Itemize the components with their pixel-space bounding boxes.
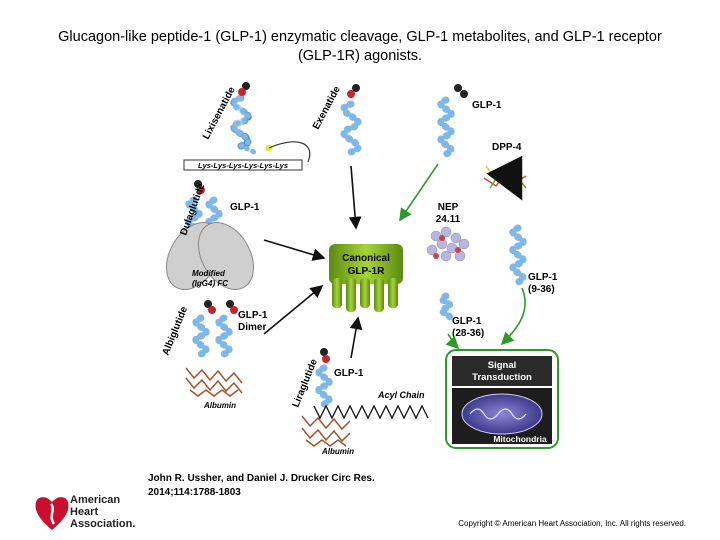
title-line-1: Glucagon-like peptide-1 (GLP-1) enzymati… [58,29,662,45]
copyright-notice: Copyright © American Heart Association, … [458,519,686,528]
albiglutide-peptide: GLP-1 Dimer Albiglutide Albumin [161,300,268,410]
green-arrows [399,163,526,350]
dimer-label-1: GLP-1 [238,310,268,321]
receptor-label-2: GLP-1R [348,266,385,277]
liraglutide-albumin-label: Albumin [321,447,354,456]
glp1-diagram: Lys-Lys-Lys-Lys-Lys-Lys Lixisenatide Exe… [161,82,559,456]
modified-fc-label-2: (IgG4) FC [192,279,228,288]
aha-logo [35,497,69,530]
aha-word-3: Association. [70,518,136,530]
lixisenatide-peptide: Lys-Lys-Lys-Lys-Lys-Lys Lixisenatide [183,82,311,171]
dimer-label-2: Dimer [238,322,266,333]
exenatide-label: Exenatide [311,84,343,131]
nep-label-1: NEP [438,202,459,213]
page-title: Glucagon-like peptide-1 (GLP-1) enzymati… [20,28,700,66]
lixisenatide-label: Lixisenatide [201,85,238,142]
signal-label-2: Transduction [472,372,532,383]
citation: John R. Ussher, and Daniel J. Drucker Ci… [148,472,375,500]
title-line-2: (GLP-1R) agonists. [297,48,423,64]
liraglutide-peptide: GLP-1 Acyl Chain Liraglutide Albumin [291,348,429,456]
lys-chain-label: Lys-Lys-Lys-Lys-Lys-Lys [198,161,288,170]
glp1-28-36-label-1: GLP-1 [452,316,482,327]
dpp4-enzyme: DPP-4 [483,142,527,201]
aha-wordmark: American Heart Association. [70,494,135,530]
dulaglutide-peptide: GLP-1 Dulaglutide Modified (IgG4) FC [166,180,260,290]
liraglutide-glp1-label: GLP-1 [334,368,364,379]
glp1-9-36: GLP-1 (9-36) [509,224,558,295]
citation-line-1: John R. Ussher, and Daniel J. Drucker Ci… [148,473,375,484]
glp1-9-36-label-1: GLP-1 [528,272,558,283]
exenatide-peptide: Exenatide [311,84,362,156]
black-arrows [263,165,363,359]
citation-line-2: 2014;114:1788-1803 [148,487,241,498]
receptor-label-1: Canonical [342,253,390,264]
glp1-28-36: GLP-1 (28-36) [438,292,484,339]
signal-transduction-panel: Signal Transduction Mitochondria [445,349,559,449]
modified-fc-label-1: Modified [192,269,226,278]
dulaglutide-glp1-label: GLP-1 [230,202,260,213]
nep-label-2: 24.11 [436,214,461,225]
glp1-28-36-label-2: (28-36) [452,328,484,339]
native-glp1-label: GLP-1 [472,100,502,111]
aha-word-1: American [70,494,121,506]
aha-word-2: Heart [70,506,99,518]
signal-label-1: Signal [488,360,517,371]
acyl-chain-label: Acyl Chain [377,390,425,400]
dpp4-label: DPP-4 [492,142,522,153]
albiglutide-albumin-label: Albumin [203,401,236,410]
nep-enzyme: NEP 24.11 [426,202,470,262]
native-glp1: GLP-1 [437,84,502,158]
liraglutide-label: Liraglutide [291,357,321,409]
mitochondria-label: Mitochondria [493,434,547,444]
canonical-glp1r: Canonical GLP-1R [329,244,403,312]
albiglutide-label: Albiglutide [161,305,191,357]
glp1-9-36-label-2: (9-36) [528,284,555,295]
